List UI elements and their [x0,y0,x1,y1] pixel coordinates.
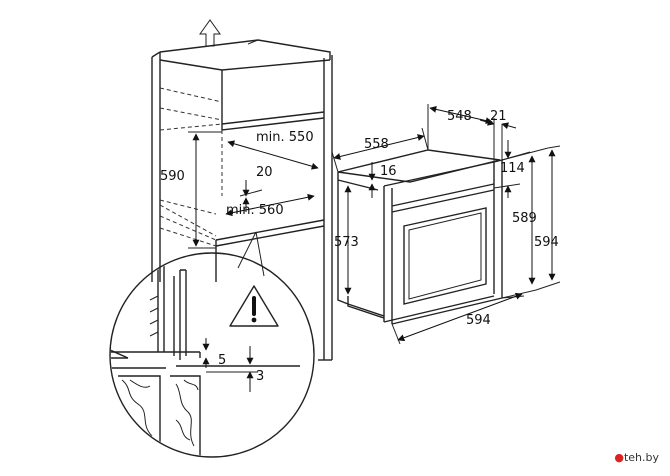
label-oven-body-depth: 548 [447,109,472,124]
dim-front-panel: 21 [479,109,517,160]
label-oven-depth-total: 558 [364,137,389,152]
label-detail-gap-bottom: 3 [256,369,264,384]
watermark: ●teh.by [611,450,662,465]
dim-cabinet-height: 590 [160,131,222,249]
dim-total-width: 594 [391,292,525,345]
label-top-offset: 16 [380,164,397,179]
label-front-panel: 21 [490,109,507,124]
label-control-panel: 114 [500,161,525,176]
dim-top-offset: 16 [368,162,397,198]
detail-magnifier: 5 3 [109,252,315,458]
watermark-brand: teh [623,451,642,464]
oven-body [337,149,503,325]
dim-body-height: 589 [501,147,549,299]
watermark-domain: .by [642,451,659,464]
label-cabinet-height: 590 [160,169,185,184]
label-body-height: 589 [512,211,537,226]
cabinet-housing [151,39,333,361]
label-oven-front-height: 573 [334,235,359,250]
dim-control-panel: 114 [493,140,531,198]
dim-oven-front-height: 573 [334,185,359,295]
dim-oven-body-depth: 548 [427,104,495,162]
warning-icon [229,285,279,327]
label-total-width: 594 [466,313,491,328]
label-cabinet-width: min. 560 [226,203,284,218]
label-total-height: 594 [534,235,559,250]
up-arrow-icon [199,19,221,47]
dim-cabinet-depth: min. 550 [227,130,319,170]
detail-leader [237,231,265,277]
label-vent-gap: 20 [256,165,273,180]
dim-cabinet-width: min. 560 [225,193,315,218]
dim-oven-depth-total: 558 [331,127,429,173]
dim-total-height: 594 [534,145,561,291]
label-detail-gap-top: 5 [218,353,226,368]
label-cabinet-depth: min. 550 [256,130,314,145]
